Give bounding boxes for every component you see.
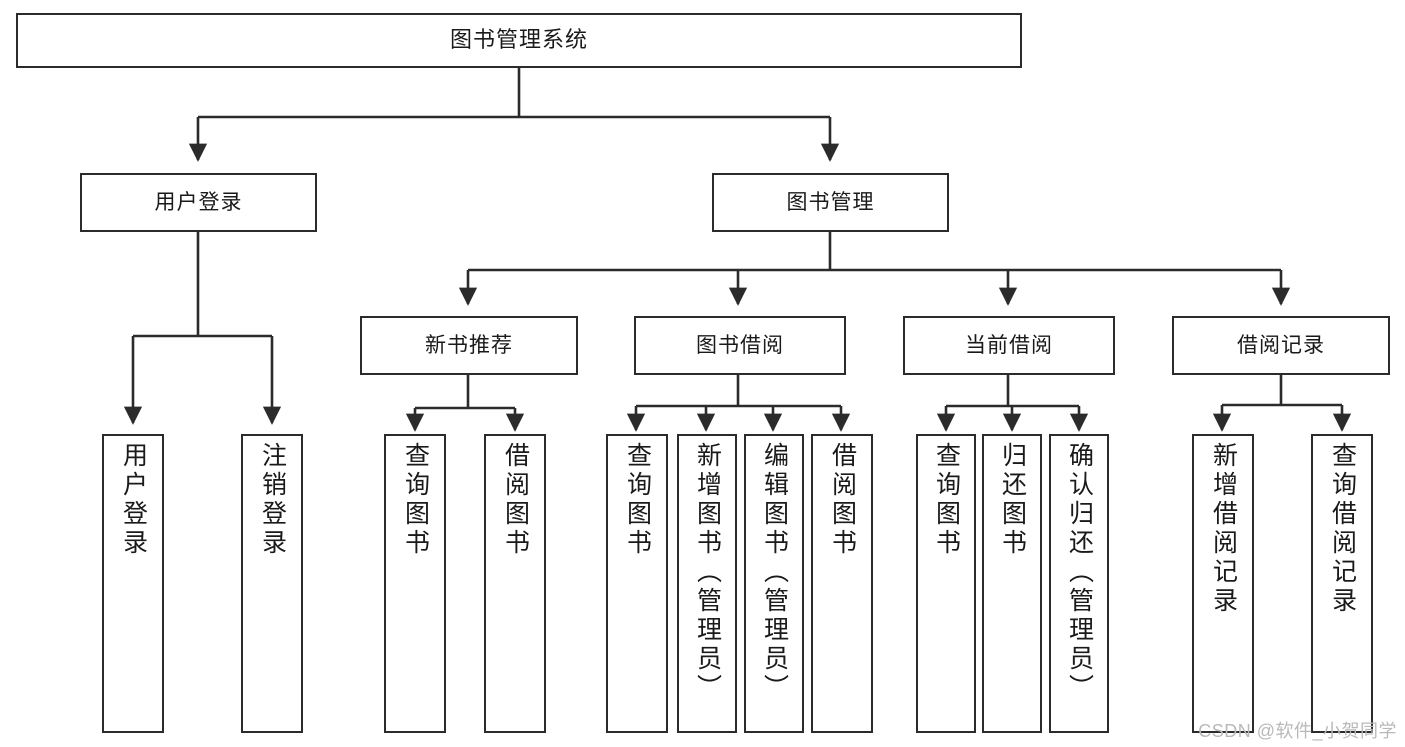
leaf-borrow-book-2[interactable]: 借阅图书: [811, 434, 873, 733]
node-user-login[interactable]: 用户登录: [80, 173, 317, 232]
leaf-query-book-1[interactable]: 查询图书: [384, 434, 446, 733]
leaf-return-book-label: 归还图书: [998, 442, 1027, 558]
node-root[interactable]: 图书管理系统: [16, 13, 1022, 68]
node-book-borrow-label: 图书借阅: [696, 333, 784, 357]
leaf-query-book-2[interactable]: 查询图书: [606, 434, 668, 733]
leaf-edit-book[interactable]: 编辑图书（管理员）: [744, 434, 804, 733]
leaf-query-book-3[interactable]: 查询图书: [916, 434, 976, 733]
leaf-edit-book-label: 编辑图书（管理员）: [760, 442, 789, 703]
node-root-label: 图书管理系统: [449, 27, 588, 53]
leaf-borrow-book-2-label: 借阅图书: [828, 442, 857, 558]
node-current-borrow[interactable]: 当前借阅: [903, 316, 1115, 375]
node-book-management-label: 图书管理: [786, 190, 875, 214]
leaf-add-book[interactable]: 新增图书（管理员）: [677, 434, 737, 733]
leaf-query-borrow-record[interactable]: 查询借阅记录: [1311, 434, 1373, 733]
leaf-logout-login-label: 注销登录: [258, 442, 287, 558]
watermark: CSDN @软件_小贺同学: [1198, 721, 1397, 741]
leaf-query-book-2-label: 查询图书: [623, 442, 652, 558]
leaf-logout-login[interactable]: 注销登录: [241, 434, 303, 733]
node-borrow-record-label: 借阅记录: [1237, 333, 1325, 357]
leaf-add-book-label: 新增图书（管理员）: [693, 442, 722, 703]
leaf-return-book[interactable]: 归还图书: [982, 434, 1042, 733]
leaf-user-login-label: 用户登录: [119, 442, 148, 558]
node-new-book-recommend-label: 新书推荐: [425, 333, 513, 357]
leaf-query-borrow-record-label: 查询借阅记录: [1328, 442, 1357, 616]
node-book-management[interactable]: 图书管理: [712, 173, 949, 232]
node-new-book-recommend[interactable]: 新书推荐: [360, 316, 578, 375]
leaf-query-book-1-label: 查询图书: [401, 442, 430, 558]
leaf-borrow-book-1-label: 借阅图书: [501, 442, 530, 558]
leaf-query-book-3-label: 查询图书: [932, 442, 961, 558]
node-current-borrow-label: 当前借阅: [965, 333, 1053, 357]
node-borrow-record[interactable]: 借阅记录: [1172, 316, 1390, 375]
leaf-user-login[interactable]: 用户登录: [102, 434, 164, 733]
leaf-confirm-return-label: 确认归还（管理员）: [1065, 442, 1094, 703]
leaf-borrow-book-1[interactable]: 借阅图书: [484, 434, 546, 733]
leaf-add-borrow-record-label: 新增借阅记录: [1209, 442, 1238, 616]
leaf-add-borrow-record[interactable]: 新增借阅记录: [1192, 434, 1254, 733]
node-book-borrow[interactable]: 图书借阅: [634, 316, 846, 375]
node-user-login-label: 用户登录: [154, 190, 243, 214]
leaf-confirm-return[interactable]: 确认归还（管理员）: [1049, 434, 1109, 733]
